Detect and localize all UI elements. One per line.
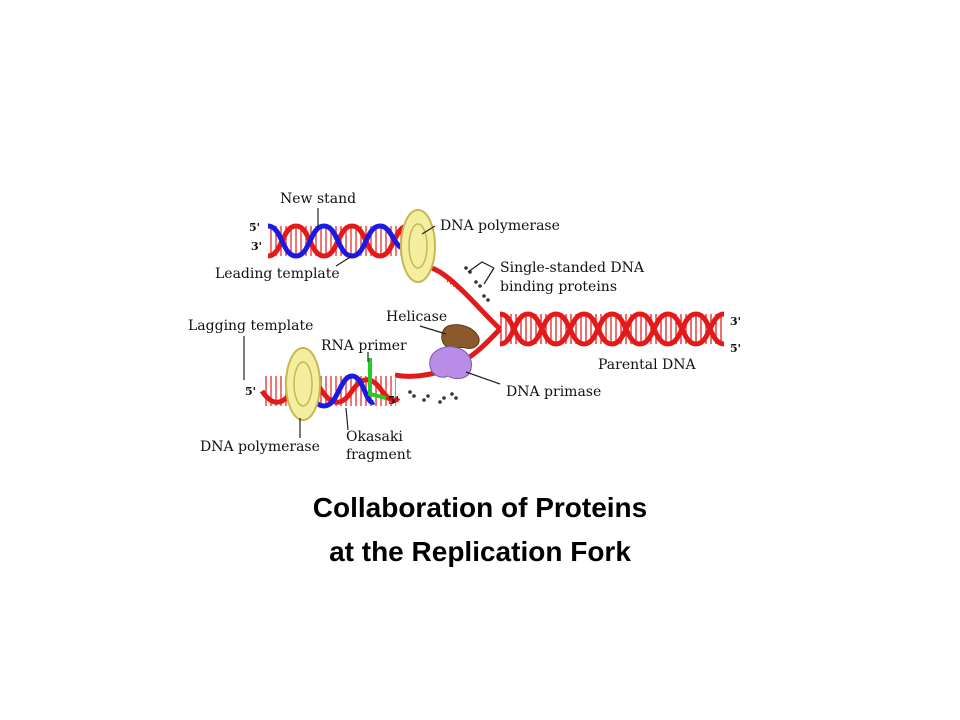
caption-line-2: at the Replication Fork: [329, 536, 631, 567]
dna-primase-protein: [429, 346, 472, 380]
caption-line-1: Collaboration of Proteins: [312, 492, 648, 523]
ssb-label-line1: Single-standed DNA: [500, 260, 645, 276]
dna-polymerase-top-label: DNA polymerase: [440, 218, 560, 234]
okasaki-label-line1: Okasaki: [346, 429, 403, 445]
ssb-label-line2: binding proteins: [500, 279, 617, 295]
parental-dna-helix: [499, 311, 725, 347]
lagging-strand-helix: [259, 358, 401, 409]
top-5-prime-label: 5': [249, 221, 260, 234]
label-pointer-lines: [243, 208, 501, 438]
dna-polymerase-bottom-label: DNA polymerase: [200, 439, 320, 455]
rna-primer-label: RNA primer: [321, 338, 407, 354]
helicase-protein: [441, 324, 480, 349]
dna-polymerase-top-clamp: [400, 209, 436, 283]
dna-primase-label: DNA primase: [506, 384, 601, 400]
leading-template-label: Leading template: [215, 266, 340, 282]
parental-5-prime-label: 5': [730, 342, 741, 355]
lagging-template-label: Lagging template: [188, 318, 313, 334]
leading-strand-helix: [267, 223, 420, 259]
dna-polymerase-bottom-clamp: [285, 347, 321, 421]
top-3-prime-label: 3': [251, 240, 262, 253]
parental-3-prime-label: 3': [730, 315, 741, 328]
new-strand-label: New stand: [280, 191, 356, 207]
ssb-proteins: [408, 266, 490, 404]
helicase-label: Helicase: [386, 309, 447, 325]
parental-dna-label: Parental DNA: [598, 357, 697, 373]
okasaki-label-line2: fragment: [346, 447, 412, 463]
lagging-5-prime-label: 5': [245, 385, 256, 398]
lagging-inner-5-prime-label: 5': [388, 394, 399, 407]
